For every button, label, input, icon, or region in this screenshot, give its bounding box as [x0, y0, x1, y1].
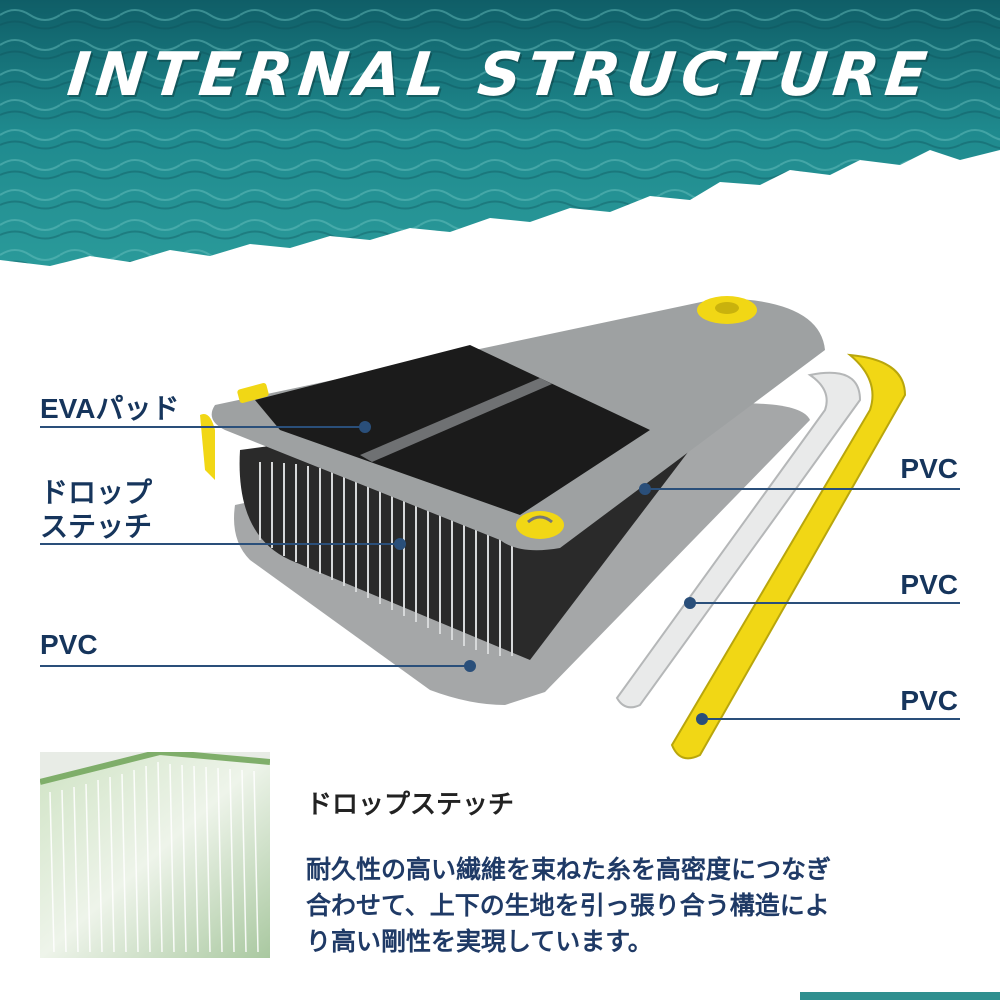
yellow-pvc-sheet — [670, 353, 907, 760]
label-pvc-bottom: PVC — [40, 629, 98, 660]
yellow-edge-left — [200, 414, 215, 480]
board-cross-section — [40, 296, 960, 760]
detail-line: り高い剛性を実現しています。 — [306, 927, 653, 956]
label-pvc-yellow-sheet: PVC — [900, 685, 958, 716]
label-pvc-white-sheet: PVC — [900, 569, 958, 600]
drop-stitch-photo — [40, 752, 270, 958]
detail-title: ドロップステッチ — [306, 790, 515, 820]
eva-pad-groove — [360, 378, 552, 462]
water-banner-art — [0, 0, 1000, 266]
corner-accent — [800, 992, 1000, 1000]
d-ring-icon — [516, 511, 564, 539]
label-drop-stitch-line1: ドロップ — [40, 477, 153, 508]
label-drop-stitch: ドロップ ステッチ — [40, 476, 152, 544]
detail-line: 耐久性の高い繊維を束ねた糸を高密度につなぎ — [306, 855, 832, 884]
leader-lines — [40, 421, 960, 725]
page-title: INTERNAL STRUCTURE — [64, 40, 936, 110]
detail-line: 合わせて、上下の生地を引っ張り合う構造によ — [306, 891, 830, 920]
white-pvc-sheet — [615, 371, 862, 709]
eva-pad — [255, 345, 650, 515]
d-ring-icon — [237, 383, 269, 403]
water-banner — [0, 0, 1000, 270]
label-pvc-top-deck: PVC — [900, 453, 958, 484]
label-eva-pad: EVAパッド — [40, 393, 180, 424]
drop-stitch-threads — [259, 462, 513, 656]
label-drop-stitch-line2: ステッチ — [40, 511, 153, 542]
detail-description: 耐久性の高い繊維を束ねた糸を高密度につなぎ 合わせて、上下の生地を引っ張り合う構… — [306, 852, 966, 960]
